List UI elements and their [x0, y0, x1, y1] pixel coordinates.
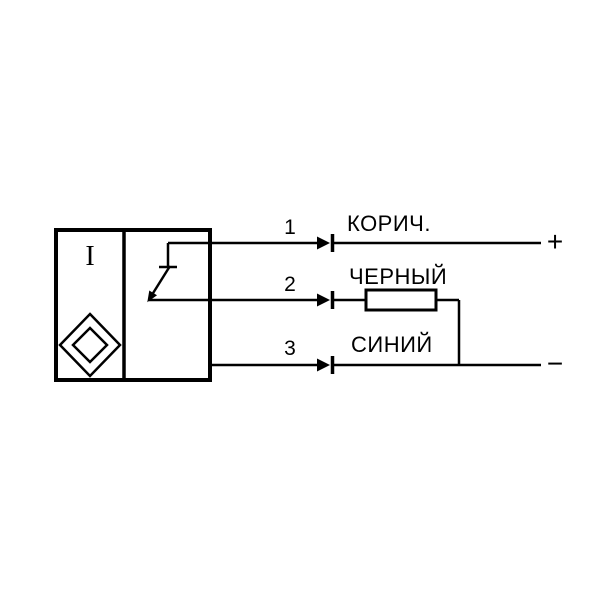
- pin-2-number: 2: [284, 273, 296, 296]
- pin-2-connector-arrow: [317, 293, 330, 307]
- switch-blade: [148, 265, 172, 299]
- sensing-element-diamond-outer: [58, 312, 122, 378]
- wire-1-color-label: КОРИЧ.: [347, 211, 431, 236]
- pin-1-connector-arrow: [317, 236, 330, 250]
- sensing-element-diamond-inner: [71, 326, 109, 364]
- pin-3-number: 3: [284, 337, 296, 360]
- pin-1-number: 1: [284, 216, 296, 239]
- wire-3-color-label: СИНИЙ: [351, 332, 433, 357]
- sensor-type-label: I: [85, 241, 95, 272]
- wire-2-color-label: ЧЕРНЫЙ: [349, 264, 448, 289]
- pin-3-connector-arrow: [317, 358, 330, 372]
- plus-terminal-label: +: [546, 226, 564, 257]
- load-resistor-symbol: [364, 288, 438, 312]
- minus-terminal-label: −: [546, 348, 564, 379]
